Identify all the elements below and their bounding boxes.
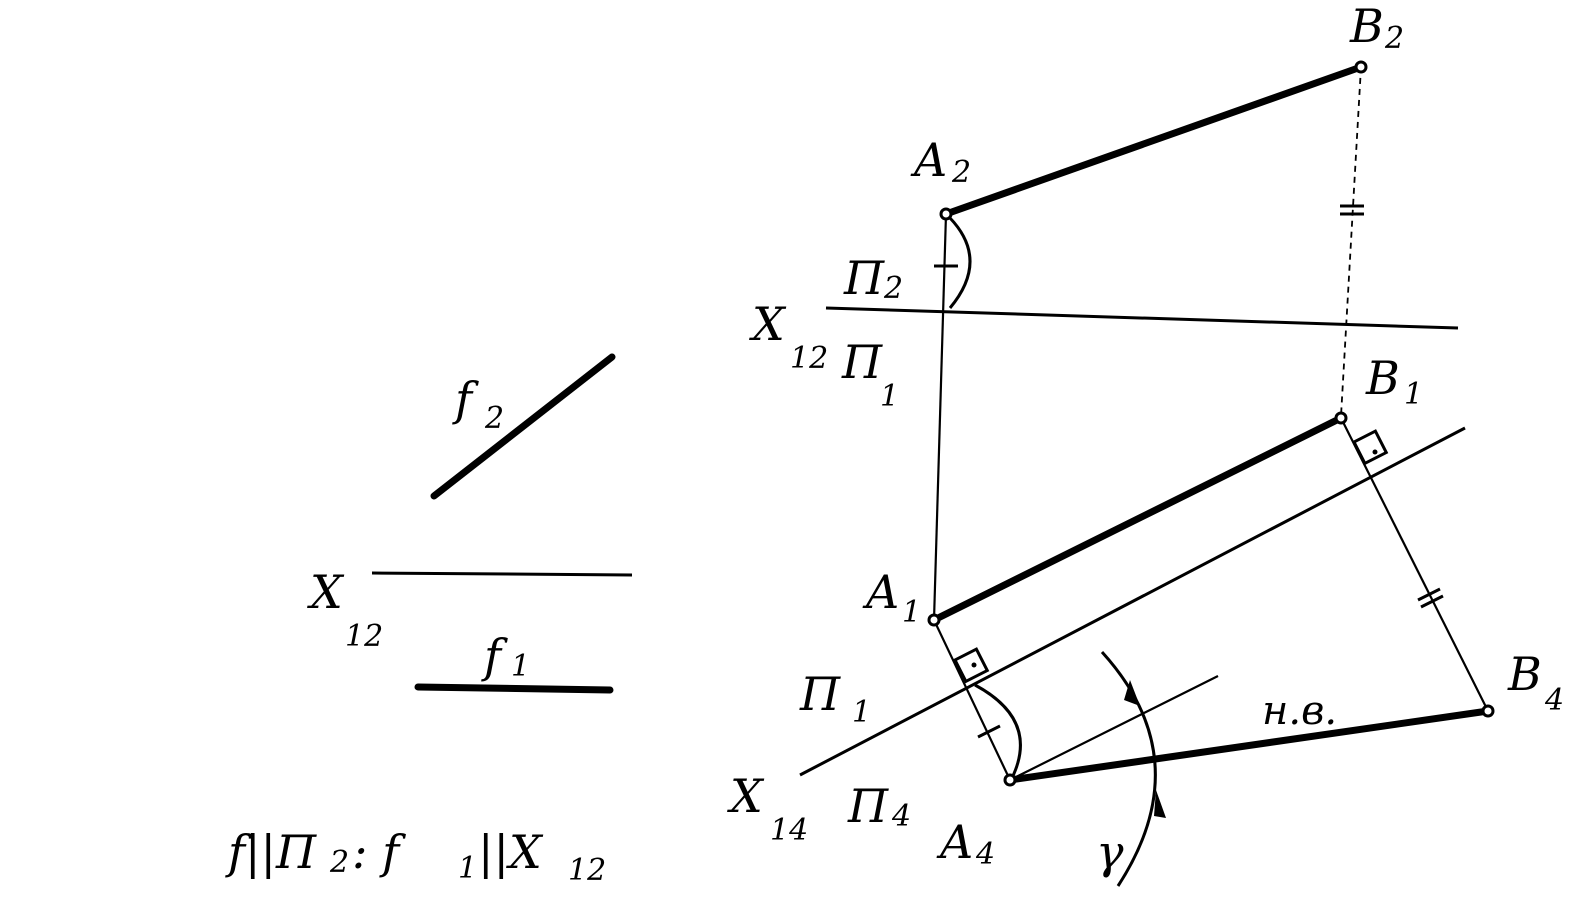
label-x14-sub: 14 <box>770 813 808 848</box>
f1-line <box>414 683 614 694</box>
segment-a1-b1 <box>930 414 1345 624</box>
x12-left-label: X <box>307 565 345 619</box>
segment-a2-b2 <box>942 63 1365 218</box>
point-a4 <box>1003 773 1017 787</box>
label-p1-top-sub: 1 <box>880 379 899 414</box>
arc-a2 <box>948 216 972 309</box>
label-angle-gamma: γ <box>1096 825 1124 879</box>
label-a2-sub: 2 <box>951 155 971 190</box>
angle-gamma-arrow-top <box>1124 680 1140 706</box>
f2-sub: 2 <box>484 401 504 436</box>
condition-formula-mid: : f <box>352 825 406 879</box>
condition-formula-sub1: 2 <box>329 845 349 880</box>
label-a1: A <box>862 565 899 619</box>
right-angle-a-dot <box>971 662 977 668</box>
f2-label: f <box>452 372 479 426</box>
f1-label: f <box>481 629 508 683</box>
point-b4 <box>1481 704 1495 718</box>
condition-formula: f||Π <box>225 825 317 879</box>
label-p4: Π <box>847 779 889 833</box>
point-a2 <box>939 207 953 221</box>
arc-a4 <box>974 683 1022 779</box>
x12-axis <box>825 306 1459 330</box>
right-diagram: B 2 A 2 Π 2 X 12 Π 1 B 1 A 1 Π 1 X 14 Π … <box>727 0 1564 887</box>
tick-a4 <box>977 724 1001 739</box>
label-b1-sub: 1 <box>1404 377 1423 412</box>
condition-formula-sub2: 1 <box>458 851 477 886</box>
f1-sub: 1 <box>511 649 530 684</box>
label-b2-sub: 2 <box>1384 21 1404 56</box>
label-b4-sub: 4 <box>1544 683 1564 718</box>
f2-line <box>430 353 616 500</box>
left-diagram: f 2 X 12 f 1 f||Π 2 : f 1 ||X 12 <box>225 353 633 888</box>
angle-gamma-arrow-bottom <box>1154 790 1166 818</box>
label-p2: Π <box>843 251 885 305</box>
label-p1-top: Π <box>841 335 883 389</box>
point-b2 <box>1354 60 1368 74</box>
label-true-length: н.в. <box>1262 688 1337 734</box>
right-angle-b-dot <box>1372 449 1378 455</box>
label-a4-sub: 4 <box>975 837 995 872</box>
label-p2-sub: 2 <box>883 271 903 306</box>
link-a2-a1 <box>932 213 948 621</box>
x14-axis <box>799 426 1466 777</box>
label-p1-bottom-sub: 1 <box>852 695 871 730</box>
label-a1-sub: 1 <box>902 595 921 630</box>
point-b1 <box>1334 411 1348 425</box>
point-a1 <box>927 613 941 627</box>
label-x14: X <box>727 769 765 823</box>
link-b2-b1 <box>1340 66 1362 417</box>
label-p1-bottom: Π <box>799 667 841 721</box>
label-b1: B <box>1365 351 1400 405</box>
label-a4: A <box>936 815 973 869</box>
label-x12-sub: 12 <box>790 341 828 376</box>
helper-parallel-a4 <box>1009 675 1219 781</box>
label-b2: B <box>1349 0 1384 53</box>
tick-b4-1 <box>1417 587 1441 602</box>
link-b1-b4 <box>1340 417 1489 712</box>
label-a2: A <box>910 133 947 187</box>
label-p4-sub: 4 <box>891 799 911 834</box>
x12-left-sub: 12 <box>345 619 383 654</box>
label-x12: X <box>749 297 787 351</box>
label-b4: B <box>1507 647 1542 701</box>
link-a1-a4 <box>933 619 1011 781</box>
angle-gamma-arc <box>1100 650 1157 887</box>
segment-a4-b4 <box>1006 707 1492 784</box>
condition-formula-sub3: 12 <box>568 853 606 888</box>
right-angle-b <box>1351 429 1389 466</box>
right-angle-a <box>952 647 990 684</box>
x12-axis-left <box>371 571 633 577</box>
tick-b4-2 <box>1420 594 1444 609</box>
condition-formula-mid2: ||X <box>478 825 544 879</box>
